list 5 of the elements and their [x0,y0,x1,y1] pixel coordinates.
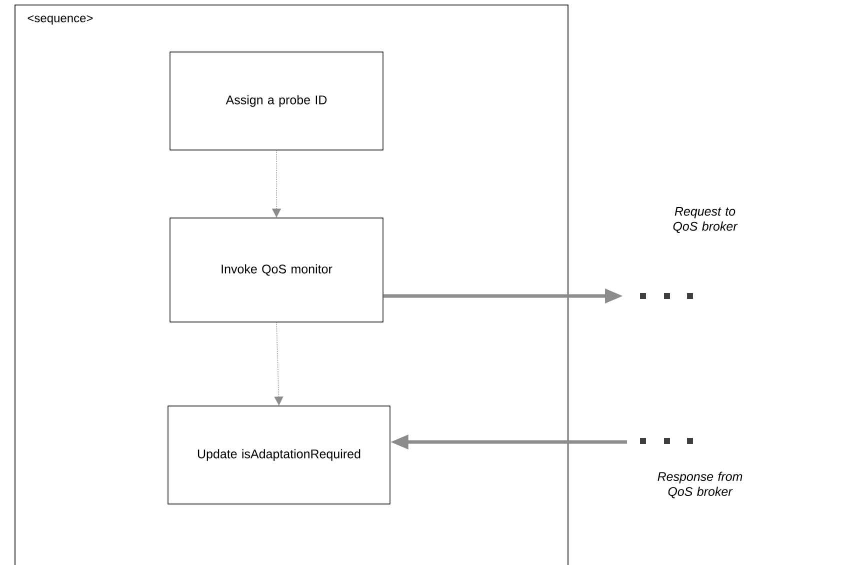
activity-box: Assign a probe ID [170,52,384,150]
activity-box: Update isAdaptationRequired [168,406,390,504]
note-text: Response from QoS broker [658,472,742,498]
activity-box: Invoke QoS monitor [170,218,384,322]
note-text: Request to QoS broker [673,207,738,233]
